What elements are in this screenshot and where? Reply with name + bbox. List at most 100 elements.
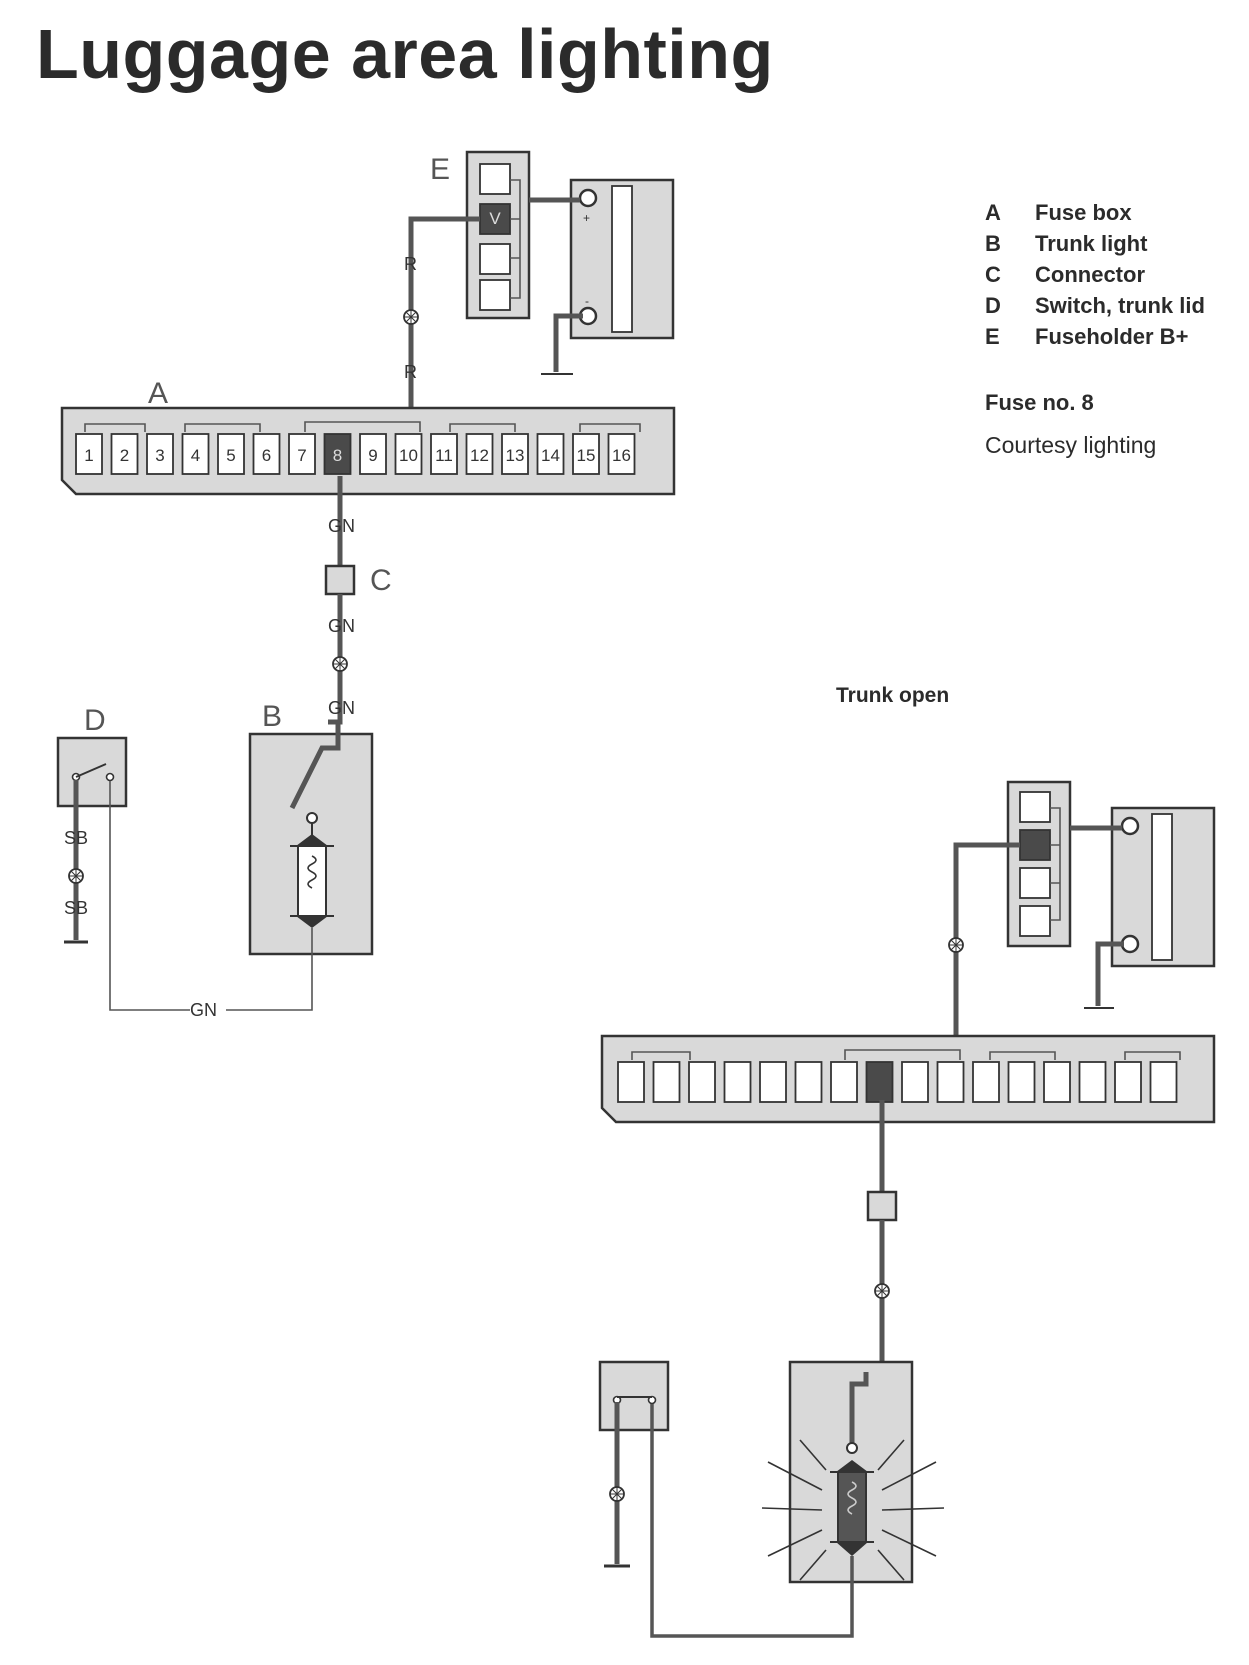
fuseholder-active-fuse: [479, 203, 511, 235]
fuse-circuit: Courtesy lighting: [985, 432, 1157, 458]
splice-symbol: [874, 1283, 890, 1299]
fuse-slot: [759, 1061, 787, 1103]
legend-letter: A: [985, 200, 1001, 225]
legend-item-a: A Fuse box: [985, 200, 1205, 231]
fuse-slot-number: 9: [368, 446, 377, 465]
page-title: Luggage area lighting: [36, 15, 774, 93]
fuse-slot-number: 3: [155, 446, 164, 465]
fuse-slot: [794, 1061, 823, 1103]
fuse-slot: [830, 1061, 858, 1103]
fuse-slot-number: 12: [470, 446, 489, 465]
fuse-slot: [723, 1061, 752, 1103]
fuse-slot: [217, 433, 245, 475]
fuse-slots-open: [617, 1061, 1178, 1103]
fuse-slot-number: 8: [333, 446, 342, 465]
wire-label-sb-bottom: SB: [64, 898, 88, 918]
lamp-switch-arm: [289, 722, 341, 810]
wire-label-gn-return: GN: [190, 1000, 217, 1020]
fuse-slot-number: 1: [84, 446, 93, 465]
fuse-slot: [1043, 1061, 1071, 1103]
fuse-slot-number: 4: [191, 446, 200, 465]
fuse-slot: [572, 433, 600, 475]
component-label-a: A: [148, 377, 168, 410]
legend-text: Connector: [1035, 262, 1145, 287]
battery-bottom: [1110, 806, 1216, 968]
feed-wire: [408, 216, 480, 412]
fuseholder-e: V: [465, 150, 531, 320]
fuse-slot: [1007, 1061, 1036, 1103]
fuse-slot: [252, 433, 281, 475]
switch-contact-open: [75, 763, 107, 778]
splice-symbol: [948, 937, 964, 953]
wire-label-gn-lamp: GN: [328, 698, 355, 718]
filament-icon: [847, 1481, 857, 1515]
fuse-slot: [901, 1061, 929, 1103]
battery-ground-wire: [553, 313, 583, 372]
fuse-number: Fuse no. 8: [985, 390, 1094, 415]
fuse-slot: [146, 433, 174, 475]
connector-c-open: [866, 1190, 898, 1222]
fuse-slot: [652, 1061, 681, 1103]
legend-letter: E: [985, 324, 1000, 349]
fuse-slot-active: [323, 433, 352, 475]
component-label-c: C: [370, 564, 392, 597]
switch-return-wire-open: [650, 1404, 854, 1638]
legend-text: Fuseholder B+: [1035, 324, 1189, 349]
battery-ground-wire-open: [1095, 941, 1124, 1006]
fuse-slot-number: 10: [399, 446, 418, 465]
fuse-slot-number: 15: [577, 446, 596, 465]
fuse-slot: [359, 433, 387, 475]
fuse-slot: [181, 433, 210, 475]
legend-item-e: E Fuseholder B+: [985, 324, 1205, 355]
legend-letter: B: [985, 231, 1001, 256]
fuse-slot-number: 16: [612, 446, 631, 465]
fuse-slot: [936, 1061, 965, 1103]
component-label-b: B: [262, 700, 282, 733]
fuse-slot: [536, 433, 565, 475]
fuse-slot: [75, 433, 103, 475]
legend-letter: D: [985, 293, 1001, 318]
fuseholder-active-mark: V: [489, 209, 501, 228]
wire-label-gn-fuse: GN: [328, 516, 355, 536]
fuse-slot-number: 13: [506, 446, 525, 465]
battery-negative: -: [585, 294, 589, 308]
splice-symbol: [332, 656, 348, 672]
fuse-slot: [288, 433, 316, 475]
fuse-slot: [465, 433, 494, 475]
fuse-slot-number: 2: [120, 446, 129, 465]
fuse-slot-number: 5: [226, 446, 235, 465]
switch-return-wire: [109, 781, 313, 1011]
connector-c: [324, 564, 356, 596]
wire-label-r-lower: R: [404, 362, 417, 382]
splice-symbol: [403, 309, 419, 325]
light-rays-icon: [761, 1439, 945, 1581]
fuse-slot-number: 14: [541, 446, 560, 465]
lamp-switch-arm-closed: [849, 1372, 869, 1446]
legend-text: Fuse box: [1035, 200, 1132, 225]
legend-text: Switch, trunk lid: [1035, 293, 1205, 318]
splice-symbol: [609, 1486, 625, 1502]
feed-wire-open: [953, 842, 1020, 1058]
component-label-e: E: [430, 153, 450, 186]
trunk-open-label: Trunk open: [836, 684, 950, 707]
trunk-light-lit: [761, 1360, 945, 1584]
battery-top: + -: [569, 178, 675, 340]
component-label-d: D: [84, 704, 106, 737]
fuse-slot: [430, 433, 458, 475]
fuse-slot: [110, 433, 139, 475]
switch-trunk-lid-d: [56, 736, 128, 808]
fuse-slot-number: 6: [262, 446, 271, 465]
fuse-slot: [1078, 1061, 1107, 1103]
wire-label-r-upper: R: [404, 254, 417, 274]
fuseholder-e-open: [1006, 780, 1072, 948]
fuse-slot-active: [865, 1061, 894, 1103]
legend-item-d: D Switch, trunk lid: [985, 293, 1205, 324]
battery-positive: +: [583, 211, 590, 225]
trunk-light-b: [248, 722, 374, 956]
fuse-slot-number: 11: [435, 446, 453, 465]
fuse-slot: [607, 433, 636, 475]
